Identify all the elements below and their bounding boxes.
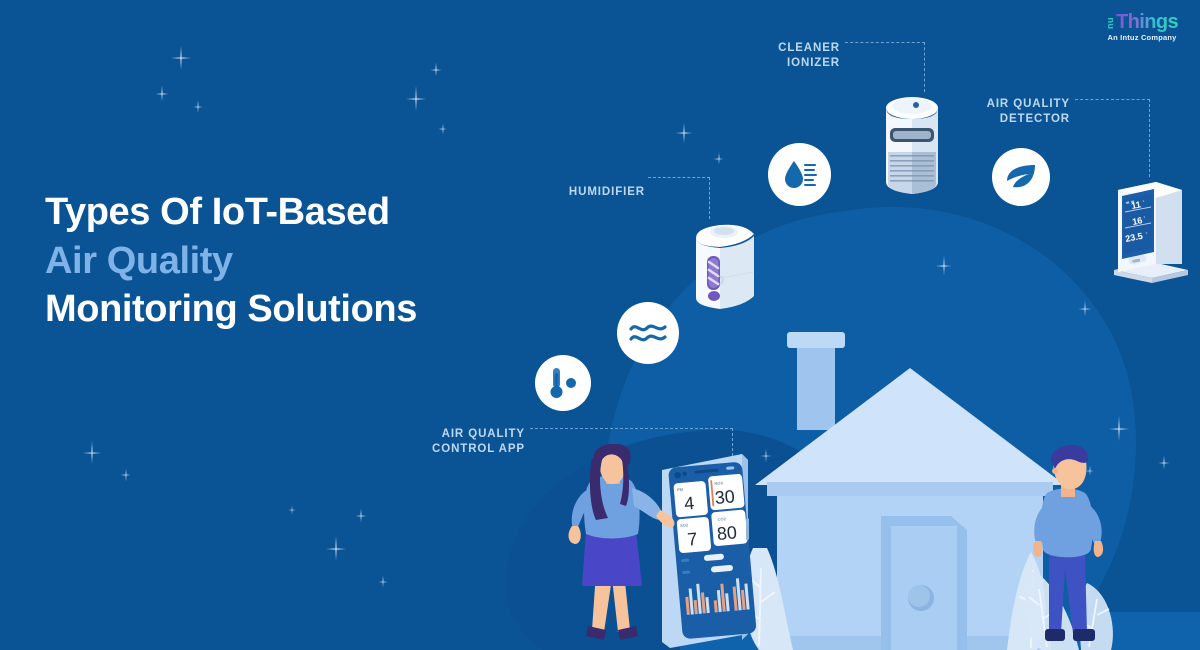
smartphone-device[interactable]: PM 4 NOX 30 SO2 7 CO2 80: [650, 448, 760, 650]
air-waves-icon: [629, 324, 667, 342]
sparkle-icon: [325, 535, 347, 562]
phone-card-label-4: CO2: [717, 516, 726, 522]
detector-degree-2: °: [1143, 216, 1146, 222]
humidifier-illustration: [696, 224, 755, 309]
callout-air-quality-detector-label: AIR QUALITY DETECTOR: [986, 98, 1070, 125]
person-right-man: [1025, 443, 1125, 650]
leaf-glyph-icon: [1007, 165, 1035, 188]
page-title: Types Of IoT-Based Air Quality Monitorin…: [45, 188, 565, 334]
logo-prefix: nu: [1105, 17, 1116, 30]
woman-using-app-illustration: [568, 443, 675, 640]
phone-card-label-3: SO2: [680, 522, 689, 528]
connector-control-app-v: [732, 428, 733, 476]
sparkle-icon: [438, 123, 447, 135]
man-standing-illustration: [1025, 445, 1113, 650]
headline-line-2: Air Quality: [45, 239, 233, 282]
air-purifier-ionizer-illustration: [886, 97, 938, 194]
phone-card-value-2: 30: [714, 486, 736, 508]
connector-humidifier-v: [709, 177, 710, 219]
sparkle-icon: [713, 152, 724, 165]
house-graphic: [743, 332, 1065, 650]
smartphone-illustration[interactable]: PM 4 NOX 30 SO2 7 CO2 80: [650, 448, 760, 650]
connector-cleaner-ionizer-h: [845, 42, 925, 43]
detector-degree-1: °: [1142, 200, 1145, 206]
sparkle-icon: [405, 85, 427, 112]
connector-detector-v: [1149, 99, 1150, 177]
headline-line-3: Monitoring Solutions: [45, 288, 417, 331]
detector-degree-3: °: [1145, 232, 1148, 238]
logo-wordmark: nu Things: [1096, 6, 1188, 32]
headline-line-1: Types Of IoT-Based: [45, 191, 390, 233]
sparkle-icon: [288, 505, 296, 515]
phone-card-label-2: NOX: [714, 480, 723, 486]
phone-card-value-1: 4: [683, 493, 695, 514]
detector-reading-3: 23.5: [1124, 231, 1143, 244]
sparkle-icon: [675, 122, 693, 144]
sparkle-icon: [1078, 300, 1092, 317]
sparkle-icon: [1158, 455, 1170, 470]
logo-tagline: An Intuz Company: [1107, 33, 1177, 42]
sparkle-icon: [120, 468, 131, 482]
callout-humidifier-label: HUMIDIFIER: [568, 186, 645, 198]
sparkle-icon: [1108, 415, 1130, 442]
house-illustration: [743, 330, 1075, 650]
sparkle-icon: [430, 62, 442, 77]
ionizer-device: [878, 90, 946, 205]
callout-cleaner-ionizer: CLEANER IONIZER: [735, 26, 840, 71]
sparkle-icon: [170, 45, 192, 71]
callout-air-quality-detector: AIR QUALITY DETECTOR: [950, 82, 1070, 127]
person-left-woman: [560, 443, 680, 650]
thermometer-icon: [535, 355, 591, 411]
connector-control-app-h: [530, 428, 733, 429]
sparkle-icon: [355, 508, 367, 523]
sparkle-icon: [935, 255, 952, 276]
air-quality-detector-illustration: 11 ° 16 ° 23.5 °: [1114, 182, 1188, 283]
humidifier-device: [690, 212, 762, 317]
logo-name: Things: [1116, 11, 1179, 33]
connector-cleaner-ionizer-v: [924, 42, 925, 92]
sparkle-icon: [155, 85, 169, 102]
callout-air-quality-control-app: AIR QUALITY CONTROL APP: [400, 412, 525, 457]
sparkle-icon: [378, 575, 388, 588]
sparkle-icon: [193, 100, 203, 113]
water-drop-icon: [784, 160, 817, 188]
phone-card-label-1: PM: [677, 487, 684, 493]
connector-humidifier-h: [648, 177, 710, 178]
brand-logo[interactable]: nu Things An Intuz Company: [1096, 6, 1188, 42]
airflow-icon: [617, 302, 679, 364]
callout-control-app-label: AIR QUALITY CONTROL APP: [432, 428, 525, 455]
sparkle-icon: [82, 440, 102, 465]
connector-detector-h: [1075, 99, 1150, 100]
leaf-icon: [992, 148, 1050, 206]
thermometer-glyph-icon: [550, 368, 576, 398]
detector-device: 11 ° 16 ° 23.5 °: [1108, 178, 1194, 291]
detector-reading-2: 16: [1131, 215, 1143, 227]
phone-card-value-3: 7: [686, 529, 698, 550]
callout-humidifier: HUMIDIFIER: [545, 170, 645, 200]
phone-card-value-4: 80: [716, 522, 738, 544]
detector-reading-1: 11: [1130, 199, 1141, 211]
humidity-drop-icon: [768, 143, 831, 206]
callout-cleaner-ionizer-label: CLEANER IONIZER: [778, 42, 840, 69]
